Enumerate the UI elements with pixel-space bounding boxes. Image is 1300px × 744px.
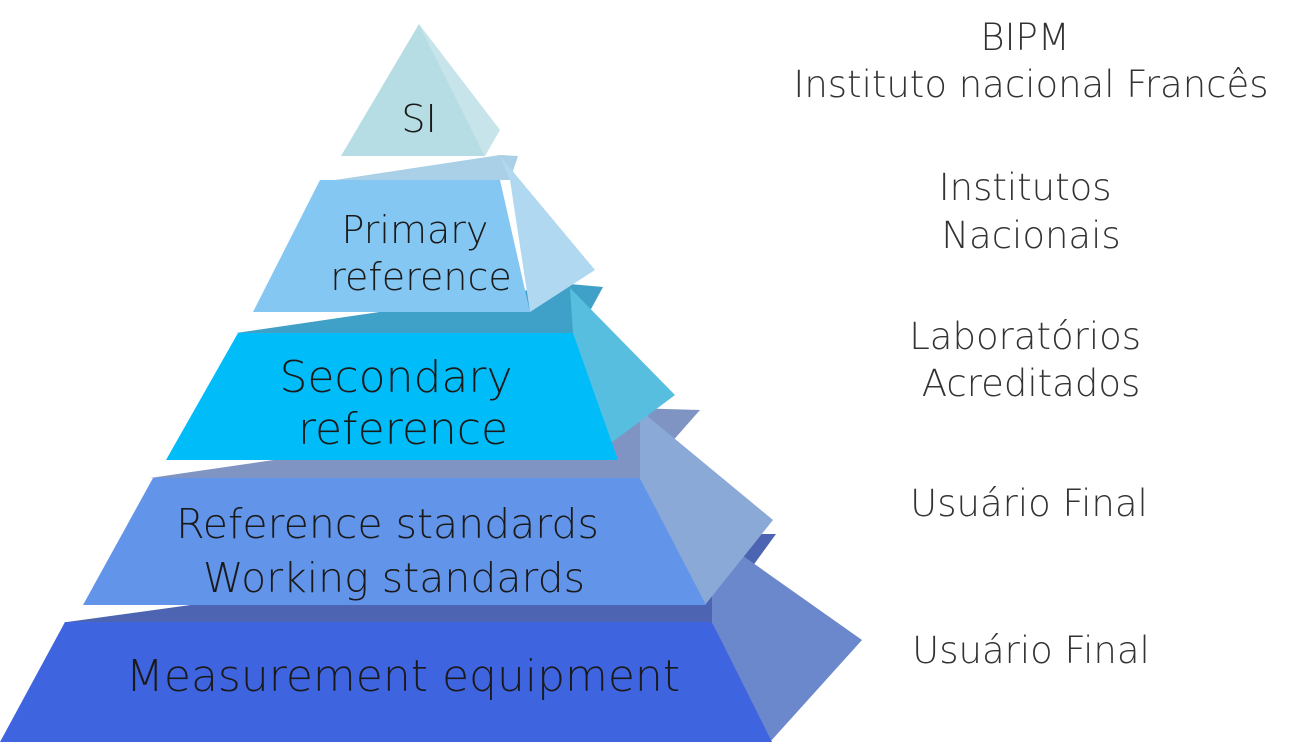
tier-measurement-equipment-side-face bbox=[712, 534, 862, 742]
tier-primary-reference-side-face bbox=[500, 156, 595, 312]
side-label-institutos-nacionais: Institutos Nacionais bbox=[939, 166, 1124, 257]
tier-reference-working-standards-side-face bbox=[640, 410, 773, 605]
institution-labels: BIPM Instituto nacional Francês Institut… bbox=[793, 16, 1268, 672]
side-label-usuario-final-2: Usuário Final bbox=[912, 629, 1150, 672]
pyramid-tier-si bbox=[341, 24, 500, 156]
tier-secondary-reference-front-face bbox=[166, 333, 618, 460]
tier-primary-reference-top-face bbox=[322, 155, 518, 182]
side-label-laboratorios-acreditados: Laboratórios Acreditados bbox=[909, 315, 1153, 405]
tier-si-front-face bbox=[341, 24, 485, 156]
tier-si-side-face bbox=[419, 24, 500, 156]
pyramid-shapes bbox=[0, 24, 862, 742]
pyramid-tier-primary-reference bbox=[253, 155, 595, 312]
level-label-secondary-reference: Secondary reference bbox=[279, 352, 526, 455]
side-label-usuario-final-1: Usuário Final bbox=[910, 482, 1148, 525]
tier-measurement-equipment-front-face bbox=[0, 622, 772, 742]
level-label-primary-reference: Primary reference bbox=[330, 208, 511, 299]
level-label-si: SI bbox=[401, 97, 436, 141]
tier-reference-working-standards-front-face bbox=[83, 478, 706, 605]
side-label-bipm: BIPM Instituto nacional Francês bbox=[793, 16, 1268, 106]
pyramid-labels: SI Primary reference Secondary reference… bbox=[126, 97, 680, 702]
level-label-measurement-equipment: Measurement equipment bbox=[126, 651, 680, 702]
tier-primary-reference-front-face bbox=[253, 180, 530, 312]
level-label-reference-working-standards: Reference standards Working standards bbox=[176, 500, 612, 602]
